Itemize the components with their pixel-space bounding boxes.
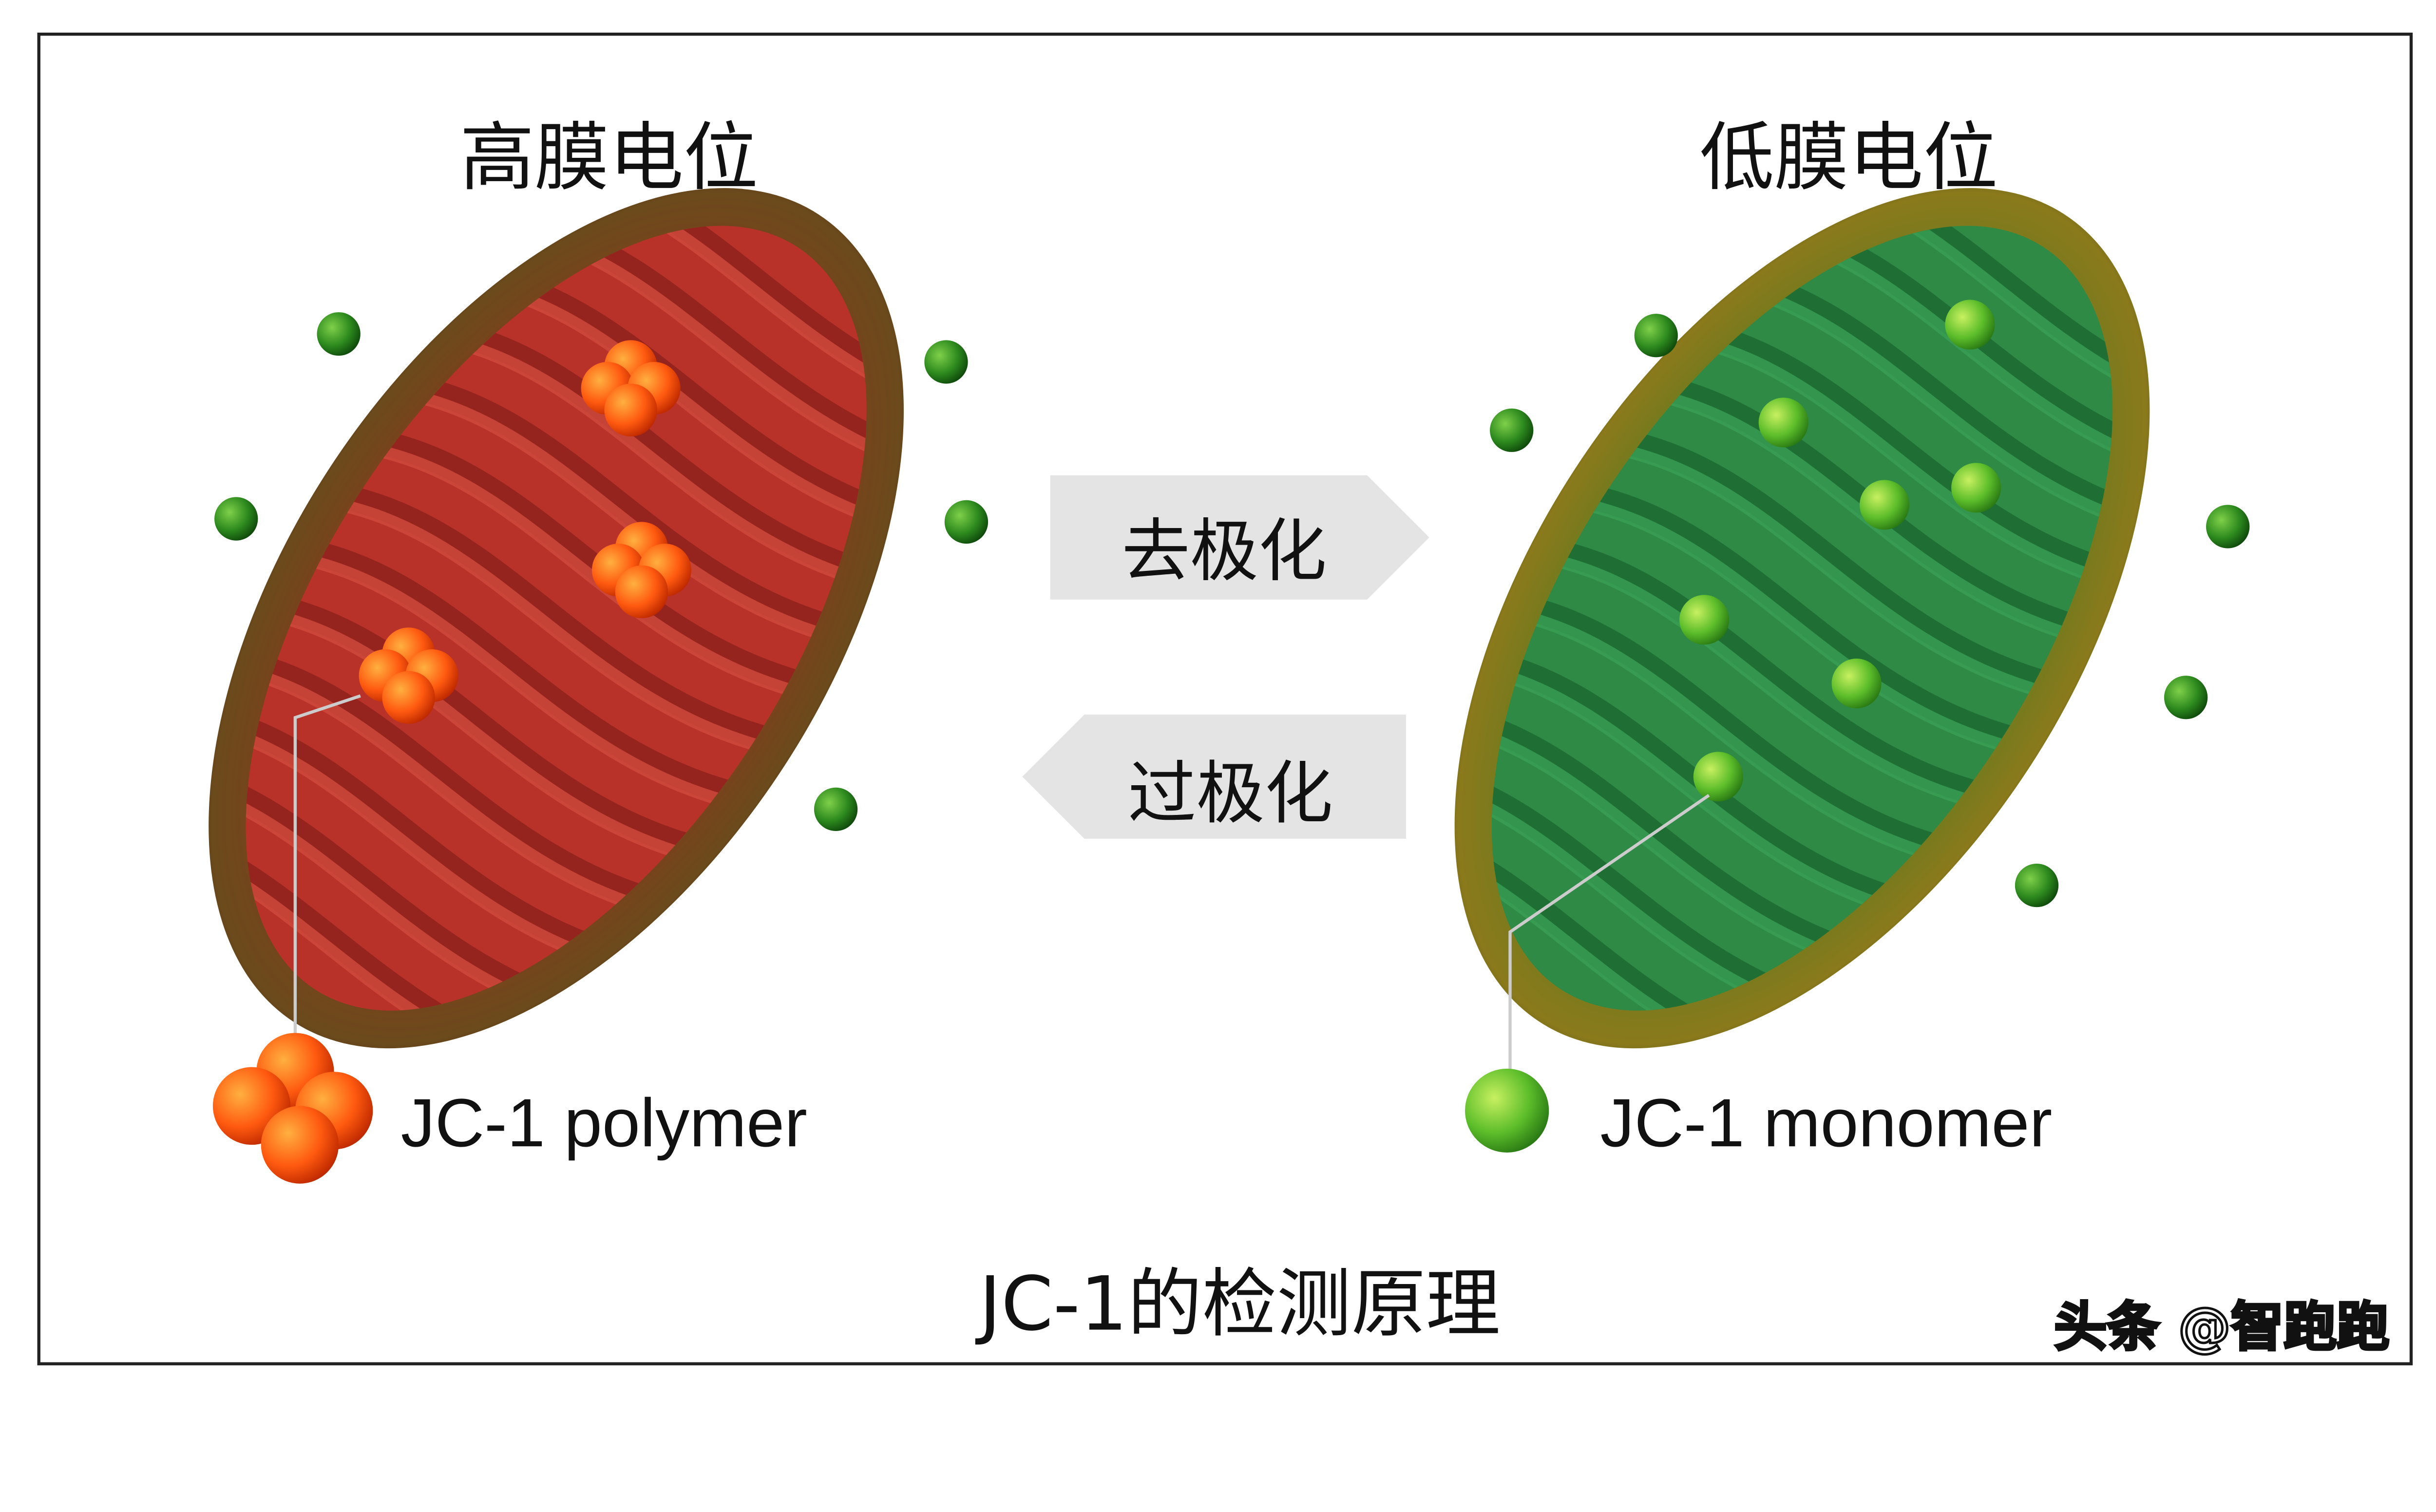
- polymer-cluster: [359, 627, 458, 724]
- crista-fold: [1689, 320, 2129, 588]
- monomer-in-mitochondrion: [1859, 480, 1910, 530]
- monomer-legend-icon: [1465, 1068, 1549, 1153]
- crista-fold: [1511, 593, 1951, 862]
- crista-fold: [301, 538, 741, 808]
- free-monomer-dot: [214, 497, 258, 541]
- crista-fold: [1547, 538, 1987, 808]
- crista-fold: [1476, 647, 1916, 917]
- crista-fold: [262, 607, 699, 864]
- jc1-diagram: 高膜电位 低膜电位 去极化 过极化 JC-1 polymer JC-1 mono…: [37, 32, 2413, 1365]
- crista-fold: [1440, 702, 1880, 972]
- free-monomer-dot: [924, 340, 968, 384]
- crista-fold: [1582, 483, 2022, 753]
- crista-fold: [230, 647, 670, 917]
- free-monomer-dot: [2206, 505, 2250, 548]
- crista-fold: [1472, 662, 1909, 919]
- mitochondrion-low-potential: [1366, 155, 2236, 1083]
- crista-fold: [333, 497, 770, 755]
- monomer-in-mitochondrion: [1951, 463, 2001, 513]
- monomer-in-mitochondrion: [1758, 397, 1808, 448]
- polymer-cluster: [581, 340, 681, 437]
- depolarize-arrow: 去极化: [1050, 475, 1429, 600]
- monomer-in-mitochondrion: [1831, 659, 1882, 709]
- crista-fold: [226, 662, 663, 919]
- crista-fold: [443, 320, 883, 588]
- crista-fold: [408, 374, 848, 643]
- polymer-legend-icon: [212, 1033, 373, 1184]
- free-monomer-dot: [814, 787, 858, 831]
- crista-fold: [1507, 607, 1945, 864]
- crista-fold: [1650, 388, 2087, 645]
- depolarize-label: 去极化: [1122, 512, 1327, 591]
- crista-fold: [1618, 429, 2058, 698]
- crista-fold: [439, 333, 876, 590]
- hyperpolarize-arrow: 过极化: [1022, 714, 1406, 839]
- left-title: 高膜电位: [460, 114, 758, 201]
- free-monomer-dot: [2164, 676, 2208, 719]
- crista-fold: [475, 279, 912, 536]
- monomer-pointer-line: [1508, 794, 1710, 1072]
- crista-fold: [1543, 552, 1980, 809]
- crista-fold: [1685, 333, 2122, 590]
- free-monomer-dot: [2015, 863, 2059, 907]
- mitochondrion-high-potential: [119, 155, 990, 1083]
- crista-fold: [368, 443, 805, 700]
- polymer-cluster: [591, 522, 692, 619]
- free-monomer-dot: [1634, 314, 1678, 358]
- crista-fold: [479, 265, 919, 534]
- monomer-in-mitochondrion: [1679, 595, 1730, 645]
- polymer-label: JC-1 polymer: [401, 1084, 807, 1161]
- crista-fold: [337, 483, 777, 753]
- free-monomer-dot: [317, 312, 361, 356]
- free-monomer-dot: [944, 500, 989, 544]
- crista-fold: [404, 388, 841, 645]
- watermark: 头条 @智跑跑: [2054, 1296, 2389, 1358]
- crista-fold: [190, 716, 628, 973]
- hyperpolarize-label: 过极化: [1128, 754, 1333, 833]
- monomer-in-mitochondrion: [1945, 300, 1995, 350]
- crista-fold: [297, 552, 734, 809]
- crista-fold: [1725, 265, 2165, 534]
- free-monomer-dot: [1490, 408, 1534, 452]
- crista-fold: [372, 429, 812, 698]
- monomer-in-mitochondrion: [1693, 752, 1743, 802]
- polymer-pointer-line: [293, 694, 361, 1038]
- crista-fold: [194, 702, 634, 972]
- crista-fold: [1579, 497, 2016, 755]
- crista-fold: [266, 593, 705, 862]
- monomer-label: JC-1 monomer: [1600, 1084, 2052, 1161]
- crista-fold: [1614, 443, 2051, 700]
- right-title: 低膜电位: [1700, 114, 1998, 201]
- crista-fold: [1721, 279, 2158, 536]
- caption: JC-1的检测原理: [975, 1261, 1501, 1348]
